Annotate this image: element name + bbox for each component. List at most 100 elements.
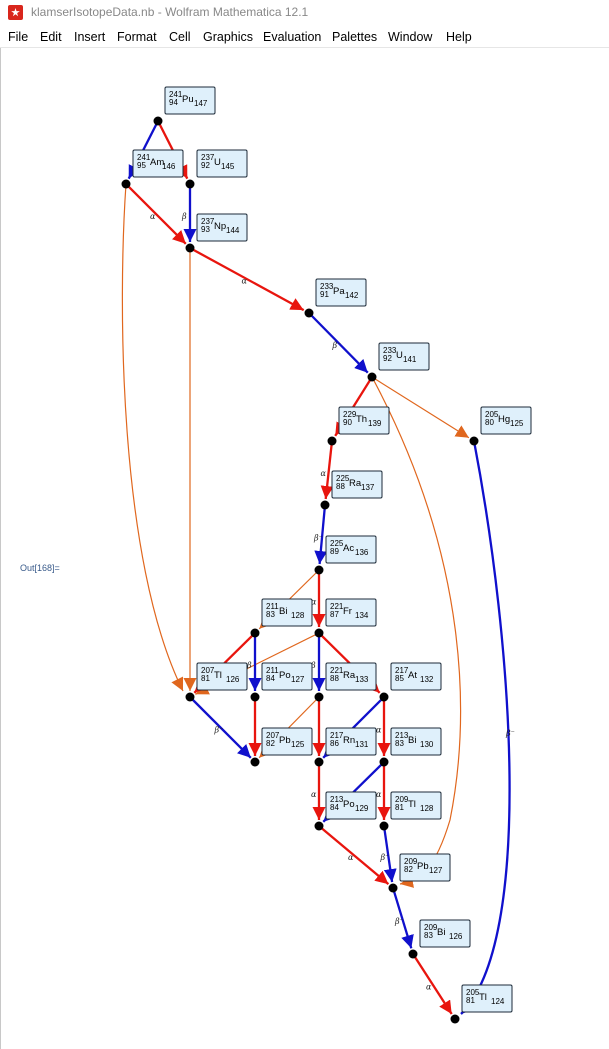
atomic-number: 81 <box>466 996 475 1005</box>
mass-number: 209 <box>395 795 409 804</box>
title-bar: klamserIsotopeData.nb - Wolfram Mathemat… <box>0 0 609 26</box>
element-symbol: Am <box>150 157 164 168</box>
atomic-number: 95 <box>137 161 146 170</box>
node-ac225[interactable] <box>314 565 324 575</box>
edge-ra225-ac225 <box>314 504 328 565</box>
menu-cell[interactable]: Cell <box>169 30 191 44</box>
mass-number: 211 <box>266 666 279 675</box>
mass-number: 217 <box>395 666 409 675</box>
menu-help[interactable]: Help <box>446 30 472 44</box>
element-symbol: Tl <box>479 992 487 1003</box>
menu-palettes[interactable]: Palettes <box>332 30 378 44</box>
node-u237[interactable] <box>185 179 195 189</box>
node-at217[interactable] <box>379 692 389 702</box>
neutron-number: 145 <box>221 162 235 171</box>
edge-u233-hg205 <box>371 376 470 439</box>
element-symbol: Ra <box>349 478 362 489</box>
atomic-number: 85 <box>395 674 404 683</box>
atomic-number: 94 <box>169 98 178 107</box>
atomic-number: 84 <box>330 803 339 812</box>
atomic-number: 83 <box>395 739 404 748</box>
node-bi211[interactable] <box>250 628 260 638</box>
node-am241[interactable] <box>121 179 131 189</box>
atomic-number: 90 <box>343 418 352 427</box>
node-ra221[interactable] <box>314 692 324 702</box>
menu-file[interactable]: File <box>8 30 29 44</box>
node-pb209[interactable] <box>388 883 398 893</box>
atomic-number: 92 <box>201 161 210 170</box>
node-th229[interactable] <box>327 436 337 446</box>
neutron-number: 128 <box>420 804 434 813</box>
mass-number: 225 <box>330 539 344 548</box>
atomic-number: 89 <box>330 547 339 556</box>
mass-number: 213 <box>330 795 344 804</box>
menu-window[interactable]: Window <box>388 30 433 44</box>
node-pa233[interactable] <box>304 308 314 318</box>
neutron-number: 131 <box>355 740 369 749</box>
edge-am241-np237 <box>125 183 187 245</box>
neutron-number: 125 <box>291 740 305 749</box>
node-ra225[interactable] <box>320 500 330 510</box>
mass-number: 211 <box>266 602 279 611</box>
node-fr221[interactable] <box>314 628 324 638</box>
mass-number: 221 <box>330 602 344 611</box>
menu-graphics[interactable]: Graphics <box>203 30 254 44</box>
menu-edit[interactable]: Edit <box>40 30 62 44</box>
node-tl207[interactable] <box>185 692 195 702</box>
neutron-number: 136 <box>355 548 369 557</box>
edge-label-pb209-bi209: β⁻ <box>394 917 404 926</box>
node-tl209[interactable] <box>379 821 389 831</box>
node-tl205[interactable] <box>450 1014 460 1024</box>
menu-insert[interactable]: Insert <box>74 30 106 44</box>
edge-pb209-bi209 <box>391 887 414 949</box>
node-po211[interactable] <box>250 692 260 702</box>
node-hg205[interactable] <box>469 436 479 446</box>
node-bi213[interactable] <box>379 757 389 767</box>
atomic-number: 84 <box>266 674 275 683</box>
node-po213[interactable] <box>314 821 324 831</box>
element-symbol: Bi <box>408 735 416 746</box>
element-symbol: U <box>214 157 221 168</box>
window-title: klamserIsotopeData.nb - Wolfram Mathemat… <box>31 5 309 19</box>
mathematica-icon <box>8 5 23 20</box>
node-np237[interactable] <box>185 243 195 253</box>
atomic-number: 91 <box>320 290 329 299</box>
node-pb207[interactable] <box>250 757 260 767</box>
neutron-number: 146 <box>162 162 176 171</box>
edge-label-rn217-po213: α <box>311 790 317 799</box>
neutron-number: 133 <box>355 675 369 684</box>
atomic-number: 80 <box>485 418 494 427</box>
edge-label-po213-pb209: α <box>348 853 354 862</box>
node-u233[interactable] <box>367 372 377 382</box>
menu-bar: File Edit Insert Format Cell Graphics Ev… <box>0 28 609 48</box>
element-symbol: Ac <box>343 543 354 554</box>
edge-label-ra225-ac225: β⁻ <box>313 534 323 543</box>
mass-number: 209 <box>404 857 418 866</box>
node-bi209[interactable] <box>408 949 418 959</box>
node-pu241[interactable] <box>153 116 163 126</box>
element-symbol: Th <box>356 414 367 425</box>
neutron-number: 137 <box>361 483 375 492</box>
mass-number: 213 <box>395 731 409 740</box>
mass-number: 207 <box>201 666 215 675</box>
menu-evaluation[interactable]: Evaluation <box>263 30 322 44</box>
atomic-number: 93 <box>201 225 210 234</box>
mass-number: 237 <box>201 153 215 162</box>
node-rn217[interactable] <box>314 757 324 767</box>
output-label[interactable]: Out[168]= <box>20 563 60 573</box>
mass-number: 233 <box>383 346 397 355</box>
element-symbol: Fr <box>343 606 352 617</box>
atomic-number: 83 <box>266 610 275 619</box>
neutron-number: 125 <box>510 419 524 428</box>
menu-format[interactable]: Format <box>117 30 157 44</box>
mass-number: 233 <box>320 282 334 291</box>
